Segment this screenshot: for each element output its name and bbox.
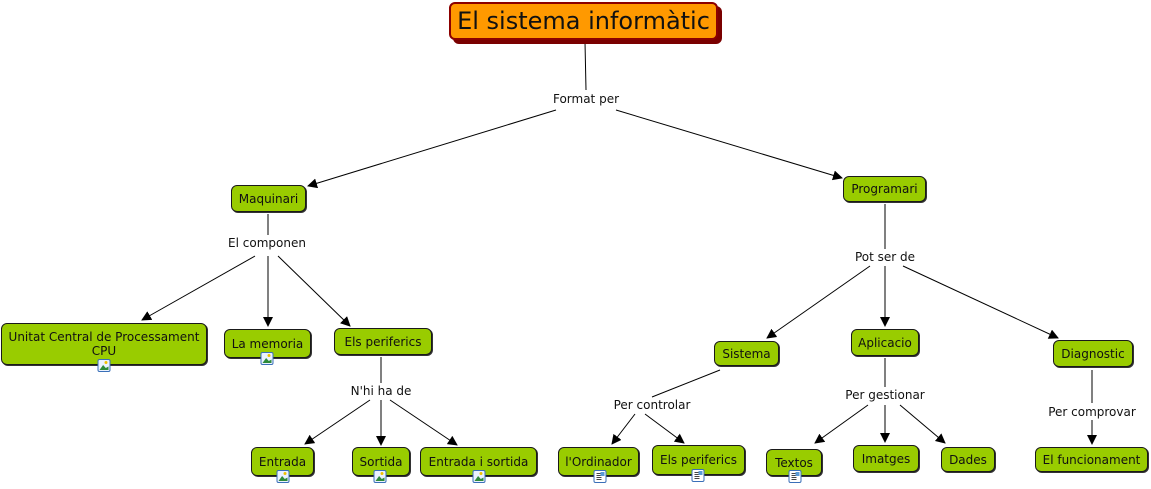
image-resource-icon[interactable]	[276, 470, 290, 483]
concept-periferics[interactable]: Els periferics	[334, 328, 432, 355]
link-arrow	[277, 255, 351, 327]
link-arrow	[814, 404, 869, 444]
link-arrow	[611, 413, 636, 445]
linking-phrase[interactable]: Per gestionar	[844, 388, 926, 402]
image-resource-icon[interactable]	[472, 470, 486, 483]
image-resource-icon[interactable]	[97, 359, 111, 372]
linking-phrase[interactable]: El componen	[227, 236, 307, 250]
linking-phrase[interactable]: Per comprovar	[1047, 405, 1137, 419]
link-arrow	[766, 265, 871, 339]
concept-sistema[interactable]: Sistema	[714, 341, 779, 366]
concept-cpu-line2: CPU	[91, 344, 117, 358]
linking-phrase[interactable]: N'hi ha de	[349, 384, 413, 398]
concept-dades[interactable]: Dades	[941, 447, 995, 472]
concept-programari[interactable]: Programari	[843, 176, 926, 202]
document-resource-icon[interactable]	[691, 469, 705, 482]
concept-maquinari[interactable]: Maquinari	[231, 185, 306, 212]
link-arrow	[304, 399, 371, 445]
image-resource-icon[interactable]	[373, 470, 387, 483]
link-arrow	[902, 265, 1059, 339]
link-arrow	[899, 404, 946, 444]
link-arrow	[644, 413, 685, 444]
link-arrow	[389, 399, 458, 446]
document-resource-icon[interactable]	[593, 470, 607, 483]
link-arrow	[141, 255, 256, 321]
link-arrow	[307, 109, 557, 189]
document-resource-icon[interactable]	[788, 470, 802, 483]
concept-funcionament[interactable]: El funcionament	[1035, 447, 1148, 472]
concept-imatges[interactable]: Imatges	[853, 445, 919, 472]
concept-diagnostic[interactable]: Diagnostic	[1053, 340, 1133, 367]
linking-phrase[interactable]: Format per	[551, 92, 621, 106]
concept-aplicacio[interactable]: Aplicacio	[851, 329, 919, 356]
image-resource-icon[interactable]	[260, 352, 274, 365]
link-line	[651, 369, 721, 398]
concept-cpu-line1: Unitat Central de Processament	[8, 330, 200, 344]
root-concept[interactable]: El sistema informàtic	[449, 2, 718, 40]
link-line	[584, 41, 587, 91]
link-arrow	[615, 109, 843, 181]
linking-phrase[interactable]: Pot ser de	[853, 250, 917, 264]
linking-phrase[interactable]: Per controlar	[612, 398, 692, 412]
